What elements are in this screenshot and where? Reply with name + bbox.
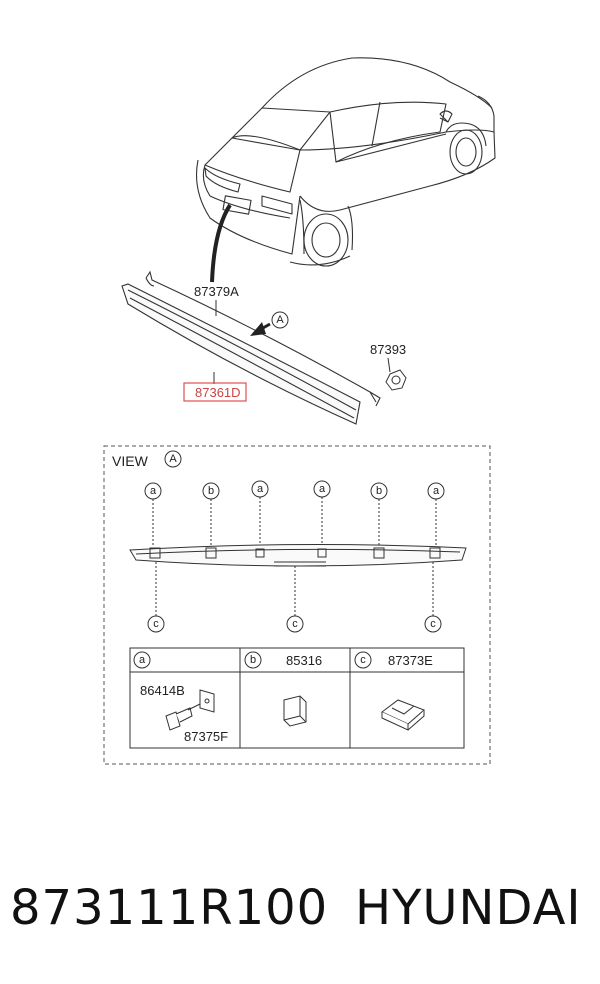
label-87393: 87393 <box>370 342 406 357</box>
svg-text:a: a <box>319 483 326 495</box>
label-87379A: 87379A <box>194 284 239 299</box>
view-box <box>103 445 491 765</box>
svg-text:b: b <box>376 485 382 497</box>
bottom-marker-2: c <box>286 566 304 633</box>
view-title-marker: A <box>164 450 182 468</box>
garnish-strip <box>121 270 381 425</box>
view-arrow-a: A <box>250 311 289 336</box>
svg-text:a: a <box>433 485 440 497</box>
top-marker-5: b <box>370 482 388 548</box>
top-marker-4: a <box>313 480 331 548</box>
clip-87373E-icon <box>381 699 425 731</box>
svg-text:a: a <box>150 485 157 497</box>
brand-name: HYUNDAI <box>355 880 582 936</box>
legend-header-c: c 87373E <box>354 651 433 669</box>
leader-arrow <box>210 203 232 283</box>
top-marker-1: a <box>144 482 162 546</box>
footer: 873111R100 HYUNDAI <box>0 870 600 950</box>
svg-text:c: c <box>360 654 366 666</box>
svg-text:A: A <box>276 314 284 326</box>
legend-part-87375F: 87375F <box>184 729 228 744</box>
top-marker-2: b <box>202 482 220 546</box>
svg-text:a: a <box>139 654 146 666</box>
part-number: 873111R100 <box>10 880 329 936</box>
legend-header-a: a <box>133 651 151 669</box>
top-marker-3: a <box>251 480 269 548</box>
strip-view-a <box>129 543 467 567</box>
bottom-marker-1: c <box>147 562 165 633</box>
bottom-marker-3: c <box>424 562 442 633</box>
svg-text:a: a <box>257 483 264 495</box>
svg-text:c: c <box>292 618 298 630</box>
nut-87393 <box>385 369 407 391</box>
svg-text:c: c <box>153 618 159 630</box>
svg-text:b: b <box>250 654 256 666</box>
svg-text:b: b <box>208 485 214 497</box>
legend-part-85316: 85316 <box>286 653 322 668</box>
top-marker-6: a <box>427 482 445 546</box>
legend-table <box>129 647 465 749</box>
label-87361D: 87361D <box>195 385 241 400</box>
highlight-box <box>183 382 247 402</box>
legend-part-86414B: 86414B <box>140 683 185 698</box>
legend-header-b: b 85316 <box>244 651 322 669</box>
svg-text:c: c <box>430 618 436 630</box>
view-title: VIEW <box>112 453 149 469</box>
clip-85316-icon <box>283 695 307 727</box>
svg-text:A: A <box>169 453 177 465</box>
car-illustration <box>195 57 496 267</box>
legend-part-87373E: 87373E <box>388 653 433 668</box>
parts-diagram: 87379A 87393 87361D A VIEW A a b a a b <box>103 57 496 765</box>
clip-86414B-icon <box>165 689 215 731</box>
